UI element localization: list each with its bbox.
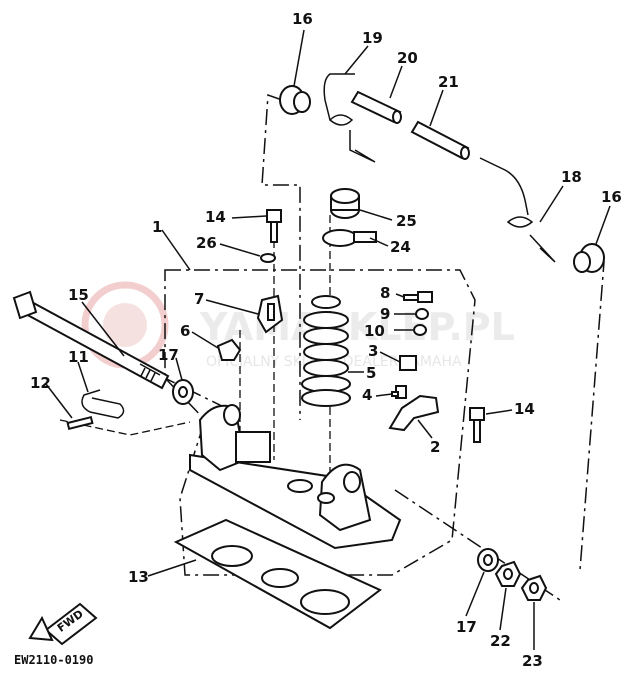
part-20-sleeve-tube <box>350 90 402 124</box>
callout-18: 18 <box>561 168 582 186</box>
part-14-screw-upper <box>266 209 282 243</box>
part-25-cap <box>330 188 360 219</box>
callout-15: 15 <box>68 286 89 304</box>
axis-line-pin <box>59 419 191 436</box>
part-26-washer <box>260 253 276 263</box>
part-19-torsion-spring <box>323 73 376 163</box>
callout-4: 4 <box>362 386 372 404</box>
part-1-base-housing <box>189 404 402 550</box>
callout-17-left: 17 <box>158 346 179 364</box>
part-13-gasket <box>173 518 382 630</box>
part-9-lock-washer <box>415 308 429 320</box>
callout-19: 19 <box>362 29 383 47</box>
axis-line-washers <box>394 489 561 601</box>
part-2-lever <box>388 394 440 432</box>
fwd-direction-arrow: FWD <box>28 602 98 646</box>
part-5-rubber-boot <box>301 295 351 407</box>
callout-1: 1 <box>152 218 162 236</box>
callout-10: 10 <box>364 322 385 340</box>
part-3-block <box>399 355 417 371</box>
part-18-torsion-spring <box>479 157 556 263</box>
callout-6: 6 <box>180 322 190 340</box>
callout-23: 23 <box>522 652 543 670</box>
part-12-pin <box>66 415 94 431</box>
part-11-clip <box>81 389 125 419</box>
centerline-left <box>261 93 301 420</box>
part-14-screw-lower <box>469 407 485 443</box>
callout-11: 11 <box>68 348 89 366</box>
part-16-grommet-left <box>279 85 311 115</box>
diagram-code: EW2110-0190 <box>14 653 93 667</box>
part-15-long-bolt <box>12 290 170 390</box>
callout-21: 21 <box>438 73 459 91</box>
part-10-washer <box>413 324 427 336</box>
part-4-screw <box>391 385 407 399</box>
callout-20: 20 <box>397 49 418 67</box>
part-24-hose-clamp <box>322 229 377 247</box>
watermark-logo-inner <box>103 303 147 347</box>
part-21-sleeve-tube <box>410 120 470 160</box>
callout-5: 5 <box>366 364 376 382</box>
callout-25: 25 <box>396 212 417 230</box>
callout-13: 13 <box>128 568 149 586</box>
part-6-nut <box>216 338 242 361</box>
callout-14-upper: 14 <box>205 208 226 226</box>
part-7-bracket <box>256 294 284 334</box>
callout-9: 9 <box>380 305 390 323</box>
assembly-outline <box>164 269 476 576</box>
part-22-nut <box>494 560 522 587</box>
part-17-washer-right <box>477 548 499 572</box>
centerline-right <box>579 261 605 571</box>
callout-16-right: 16 <box>601 188 622 206</box>
callout-7: 7 <box>194 290 204 308</box>
part-23-nut <box>520 574 548 601</box>
leader-lines <box>45 29 611 650</box>
callout-12: 12 <box>30 374 51 392</box>
part-8-bolt <box>403 291 433 303</box>
part-16-grommet-right <box>573 243 605 273</box>
callout-16-left: 16 <box>292 10 313 28</box>
callout-8: 8 <box>380 284 390 302</box>
callout-labels: 16 19 20 21 18 16 14 25 1 26 24 15 7 8 6… <box>30 10 622 670</box>
callout-2: 2 <box>430 438 440 456</box>
callout-17-right: 17 <box>456 618 477 636</box>
callout-26: 26 <box>196 234 217 252</box>
callout-3: 3 <box>368 342 378 360</box>
callout-14-lower: 14 <box>514 400 535 418</box>
callout-24: 24 <box>390 238 411 256</box>
callout-22: 22 <box>490 632 511 650</box>
part-17-washer-left <box>172 379 194 405</box>
